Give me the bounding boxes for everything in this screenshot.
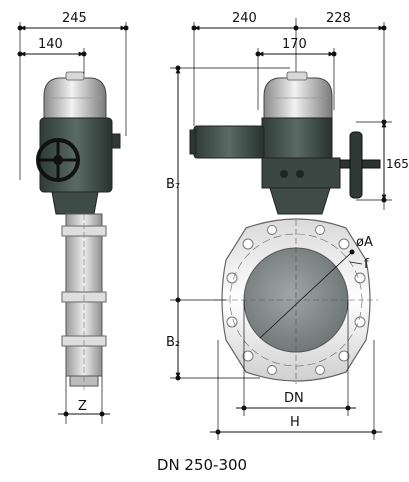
front-handwheel [349, 131, 363, 199]
label-z: Z [78, 399, 87, 414]
caption: DN 250-300 [157, 456, 247, 474]
dim-z: Z [58, 376, 110, 424]
label-b2: B₂ [166, 335, 180, 350]
dim-b7-b2: B₇ B₂ [166, 65, 290, 381]
label-170: 170 [282, 37, 307, 52]
dim-dn: DN [236, 300, 356, 416]
label-b7: B₇ [166, 177, 180, 192]
label-228: 228 [326, 11, 351, 26]
front-view [189, 71, 381, 384]
label-140: 140 [38, 37, 63, 52]
side-view [36, 71, 121, 390]
label-f: f [364, 257, 369, 272]
label-dn: DN [284, 391, 304, 406]
dim-245: 245 [17, 11, 129, 180]
label-165: 165 [386, 157, 409, 171]
dim-h: H [210, 340, 382, 440]
label-240: 240 [232, 11, 257, 26]
front-motor [193, 125, 265, 159]
label-245: 245 [62, 11, 87, 26]
dim-140: 140 [17, 37, 87, 74]
dim-170: 170 [255, 37, 337, 110]
label-bolt-circle: øA [356, 235, 373, 250]
dim-165: 165 [356, 119, 409, 203]
label-h: H [290, 415, 300, 430]
front-actuator-body [261, 117, 333, 163]
